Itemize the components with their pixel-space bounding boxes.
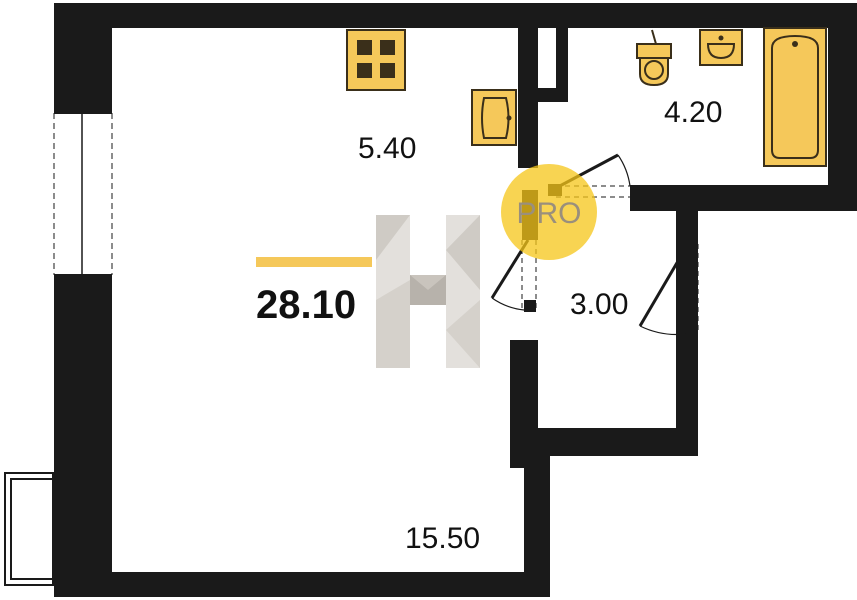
kitchen-area-label: 5.40 bbox=[358, 132, 416, 165]
living-area-label: 15.50 bbox=[405, 522, 480, 555]
bathroom-area-label: 4.20 bbox=[664, 96, 722, 129]
bathtub-icon bbox=[763, 27, 827, 167]
total-area-label: 28.10 bbox=[256, 283, 356, 327]
hall-area-label: 3.00 bbox=[570, 288, 628, 321]
brand-logo-icon bbox=[376, 215, 480, 368]
stove-icon bbox=[346, 29, 406, 91]
balcony-icon bbox=[4, 472, 54, 586]
door-icon bbox=[638, 243, 699, 336]
sink-icon bbox=[471, 89, 517, 146]
pro-watermark: PRO bbox=[501, 164, 597, 260]
accent-bar bbox=[256, 257, 372, 267]
walls bbox=[54, 3, 857, 597]
toilet-icon bbox=[636, 29, 672, 87]
window-icon bbox=[53, 112, 113, 276]
pro-label: PRO bbox=[516, 197, 581, 230]
washbasin-icon bbox=[699, 29, 743, 66]
